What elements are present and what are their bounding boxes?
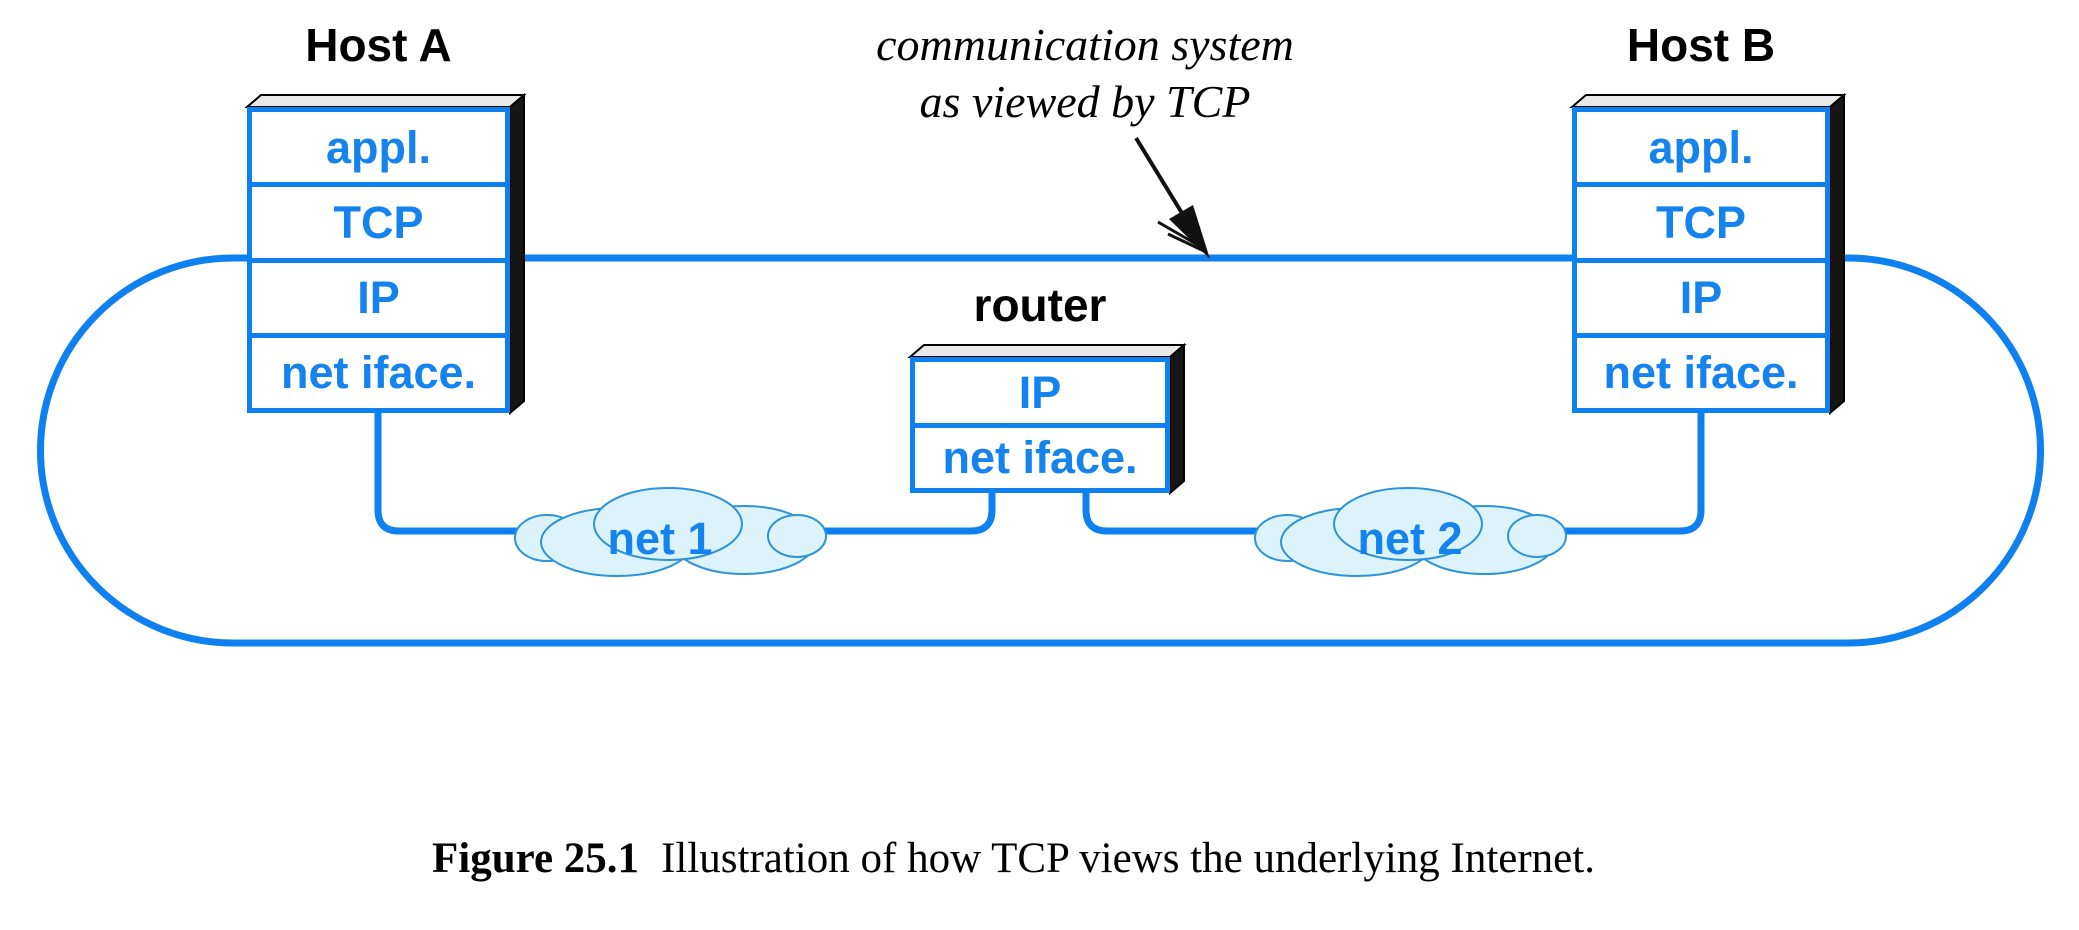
- hostB-stack: appl. TCP IP net iface.: [1572, 107, 1830, 413]
- caption-text: Illustration of how TCP views the underl…: [661, 835, 1595, 882]
- figure-caption: Figure 25.1 Illustration of how TCP views…: [0, 835, 2027, 882]
- net2-label: net 2: [1357, 513, 1463, 564]
- hostB-layer-netiface: net iface.: [1577, 332, 1825, 408]
- router-title: router: [973, 279, 1107, 331]
- hostB-layer-ip: IP: [1577, 257, 1825, 333]
- hostB-bevel: [1569, 92, 1847, 416]
- hostA-layer-appl: appl.: [325, 121, 431, 173]
- tcp-communication-system-outline: [37, 254, 2044, 647]
- hostA-stack: appl. TCP IP net iface.: [247, 107, 510, 413]
- caption-figure-number: Figure 25.1: [432, 835, 640, 882]
- router-layer-ip: IP: [1018, 366, 1062, 418]
- link-hostA-net1: [374, 408, 523, 535]
- link-router-net2: [1082, 486, 1262, 535]
- net1-label: net 1: [607, 513, 713, 564]
- link-net2-hostB: [1557, 408, 1705, 535]
- link-net1-router: [817, 486, 996, 535]
- hostB-layer-appl: appl.: [1648, 121, 1754, 173]
- net2-cloud: [1254, 487, 1567, 577]
- annotation-text: communication system as viewed by TCP: [790, 16, 1380, 130]
- annotation-line1: communication system: [876, 19, 1294, 70]
- hostA-layer-ip: IP: [252, 257, 505, 333]
- hostA-layer-tcp: TCP: [252, 182, 505, 257]
- net1-cloud: [514, 487, 827, 577]
- annotation-arrow: [1134, 136, 1210, 259]
- hostB-layer-tcp: TCP: [1577, 182, 1825, 257]
- router-bevel: [907, 342, 1187, 496]
- hostA-title: Host A: [305, 19, 452, 71]
- annotation-line2: as viewed by TCP: [919, 76, 1251, 127]
- router-stack: IP net iface.: [910, 357, 1170, 493]
- hostB-title: Host B: [1626, 19, 1776, 71]
- hostA-layer-netiface: net iface.: [252, 332, 505, 408]
- router-layer-netiface: net iface.: [915, 422, 1165, 489]
